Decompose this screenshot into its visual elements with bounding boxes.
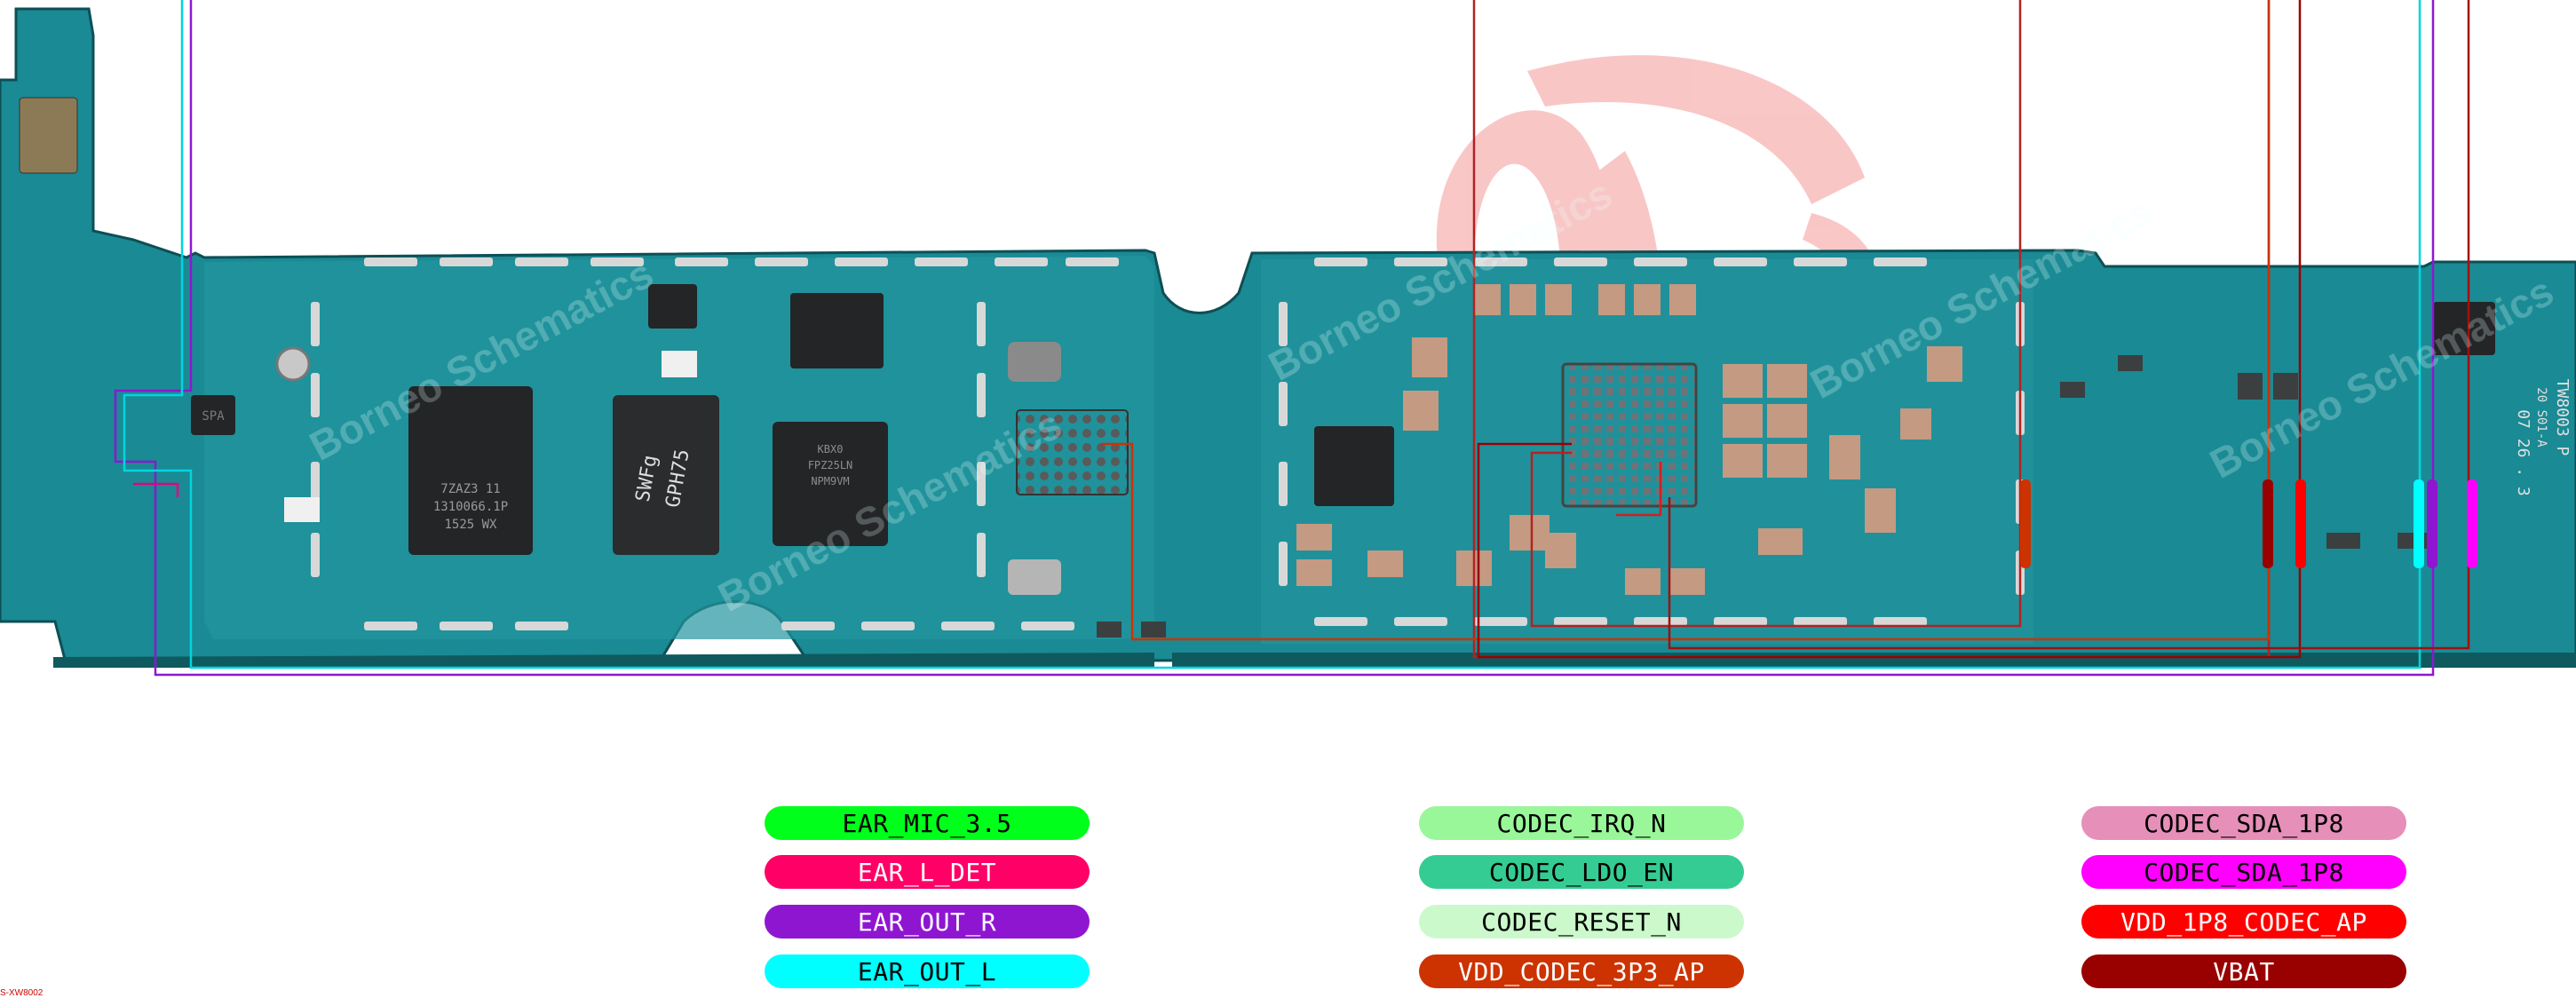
- chip-u1: 7ZAZ3 11 1310066.1P 1525 WX: [408, 386, 533, 555]
- corner-note: S-XW8002: [0, 988, 44, 998]
- crystal: [1008, 559, 1061, 595]
- board-label-right: TW8003 P 20 S01-A 07 26 . 3: [2514, 379, 2572, 496]
- passive-components: [1296, 284, 1962, 595]
- trace-ear-out-r: [114, 0, 2435, 677]
- legend-item-ear-out-l: EAR_OUT_L: [765, 954, 1090, 988]
- svg-text:TW8003 P: TW8003 P: [2553, 379, 2572, 456]
- legend-item-vdd-1p8-codec-ap: VDD_1P8_CODEC_AP: [2081, 905, 2406, 939]
- legend-item-codec-irq-n: CODEC_IRQ_N: [1419, 806, 1744, 840]
- svg-text:1525 WX: 1525 WX: [444, 518, 497, 532]
- trace-vbat: [1530, 0, 2022, 628]
- legend-item-vdd-codec-3p3-ap: VDD_CODEC_3P3_AP: [1419, 954, 1744, 988]
- trace-ear-l-det: [133, 482, 179, 497]
- flex-connector: [19, 97, 78, 174]
- chip-right-1: [2433, 302, 2495, 355]
- svg-text:SPA: SPA: [202, 409, 225, 424]
- trace-vdd-1p8: [1477, 0, 2302, 659]
- legend-item-codec-sda-1p8-b: CODEC_SDA_1P8: [2081, 855, 2406, 889]
- chip-small-2: [648, 284, 697, 329]
- chip-codec-side: [1314, 426, 1394, 506]
- chip-u3: KBX0 FPZ25LN NPM9VM: [773, 422, 888, 546]
- board-tags: [2020, 479, 2477, 568]
- legend-item-codec-ldo-en: CODEC_LDO_EN: [1419, 855, 1744, 889]
- trace-codec-sda: [1668, 0, 2470, 650]
- legend-item-ear-mic-3-5: EAR_MIC_3.5: [765, 806, 1090, 840]
- shield-can: [1008, 342, 1061, 382]
- legend-item-ear-out-r: EAR_OUT_R: [765, 905, 1090, 939]
- chip-u4: SPA: [191, 395, 235, 435]
- chip-small-1: [790, 293, 884, 368]
- svg-text:FPZ25LN: FPZ25LN: [808, 459, 853, 471]
- trace-vdd-codec: [1101, 0, 2271, 641]
- trace-codec-irq: [1616, 462, 1662, 517]
- chip-u2: SWFg GPH75: [613, 395, 719, 555]
- svg-text:NPM9VM: NPM9VM: [811, 475, 849, 487]
- legend-item-vbat: VBAT: [2081, 954, 2406, 988]
- legend-item-codec-sda-1p8-a: CODEC_SDA_1P8: [2081, 806, 2406, 840]
- legend-item-codec-reset-n: CODEC_RESET_N: [1419, 905, 1744, 939]
- signal-traces: [114, 0, 2470, 677]
- svg-text:20 S01-A: 20 S01-A: [2534, 387, 2548, 448]
- solder-pads: [311, 257, 2025, 630]
- bga-chip-codec: [1561, 362, 1698, 508]
- svg-text:1310066.1P: 1310066.1P: [433, 500, 508, 514]
- white-component-2: [284, 497, 320, 522]
- svg-text:KBX0: KBX0: [818, 443, 844, 455]
- svg-text:7ZAZ3 11: 7ZAZ3 11: [440, 482, 500, 496]
- white-component: [662, 351, 697, 377]
- mic-hole: [275, 346, 311, 382]
- bga-chip-audio: [1016, 409, 1129, 495]
- svg-text:07 26 . 3: 07 26 . 3: [2514, 409, 2532, 496]
- small-passives: [1097, 355, 2431, 638]
- legend-item-ear-l-det: EAR_L_DET: [765, 855, 1090, 889]
- trace-ear-out-l: [123, 0, 2421, 669]
